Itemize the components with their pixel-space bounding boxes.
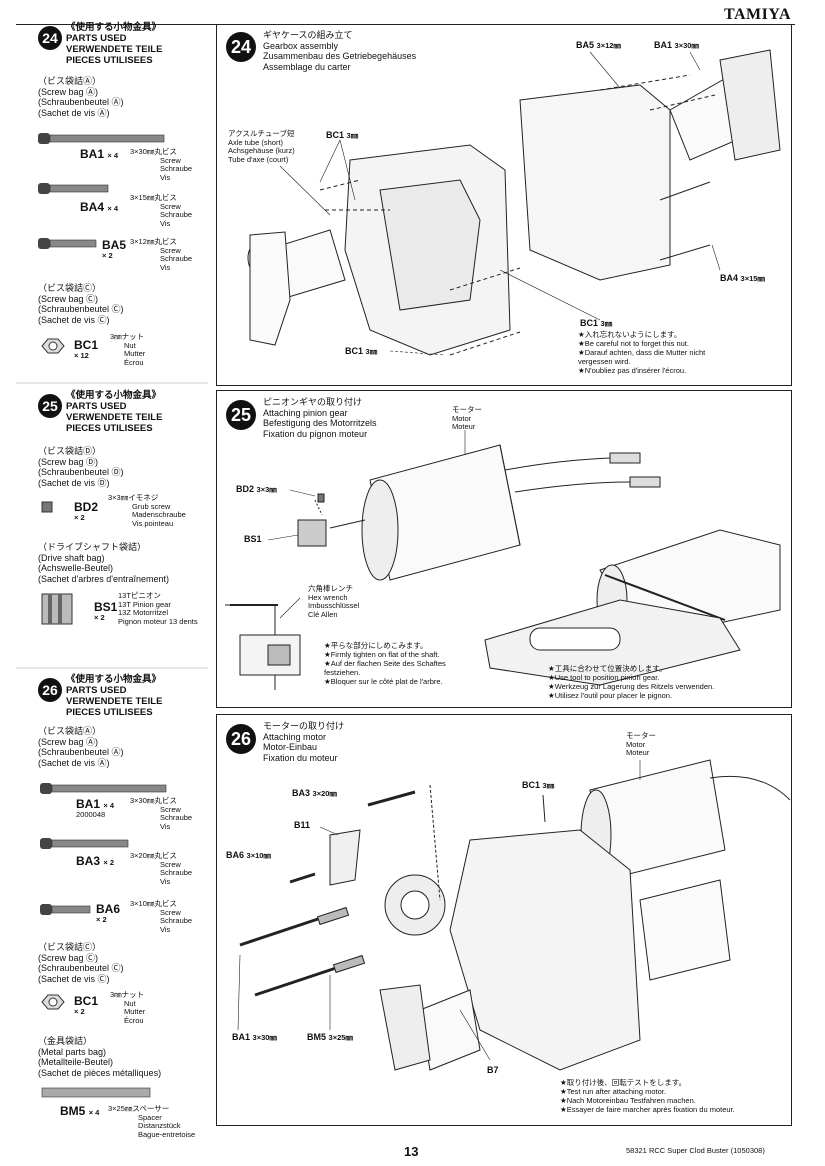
screw-ba3-icon — [40, 838, 129, 849]
bm5-code: BM5 × 4 — [60, 1104, 100, 1118]
bs1-desc: 13Tピニオン 13T Pinion gear 13Z Motorritzel … — [118, 591, 198, 626]
step-24-panel — [216, 24, 792, 386]
screw-ba1-icon — [38, 133, 165, 144]
step-26-badge: 26 — [38, 678, 62, 702]
label-ba1-26: BA1 3×30㎜ — [232, 1032, 277, 1042]
label-bs1: BS1 — [244, 534, 262, 544]
ba6-desc: 3×10㎜丸ビス Screw Schraube Vis — [130, 899, 193, 934]
ba1-code: BA1 × 4 — [80, 147, 118, 161]
label-bc1-26: BC1 3㎜ — [522, 780, 555, 790]
bd2-code: BD2× 2 — [74, 500, 99, 522]
step-26-notes: ★取り付け後、回転テストをします。★Test run after attachi… — [560, 1078, 735, 1114]
step-24-panel-badge: 24 — [226, 32, 256, 62]
screw-ba6-icon — [40, 904, 91, 915]
bc1-code: BC1× 12 — [74, 338, 99, 360]
label-ba1: BA1 3×30㎜ — [654, 40, 699, 50]
step-26-panel-badge: 26 — [226, 724, 256, 754]
step-24-bag-a: （ビス袋詰Ⓐ）(Screw bag Ⓐ)(Schraubenbeutel Ⓐ)(… — [38, 76, 124, 118]
ba5-desc: 3×12㎜丸ビス Screw Schraube Vis — [130, 237, 193, 272]
step-26-bag-c: （ビス袋詰Ⓒ）(Screw bag Ⓒ)(Schraubenbeutel Ⓒ)(… — [38, 942, 124, 984]
step-26-metal-bag: （金具袋詰）(Metal parts bag)(Metallteile-Beut… — [38, 1036, 162, 1078]
step-25-bag-d: （ビス袋詰Ⓓ）(Screw bag Ⓓ)(Schraubenbeutel Ⓓ)(… — [38, 446, 124, 488]
bm5-desc: 3×25㎜スペーサー Spacer Distanzstück Bague-ent… — [108, 1104, 196, 1139]
footer-reference: 58321 RCC Super Clod Buster (1050308) — [626, 1146, 765, 1155]
ba6-code: BA6× 2 — [96, 902, 121, 924]
pinion-gear-icon — [41, 593, 73, 625]
spacer-bm5-icon — [41, 1087, 151, 1098]
bc1-desc: 3㎜ナット Nut Mutter Écrou — [110, 332, 146, 367]
label-b7: B7 — [487, 1065, 499, 1075]
step-26-panel — [216, 714, 792, 1126]
step-25-notes-right: ★工具に合わせて位置決めします。★Use tool to position pi… — [548, 664, 715, 700]
label-bm5: BM5 3×25㎜ — [307, 1032, 353, 1042]
label-ba4: BA4 3×15㎜ — [720, 273, 765, 283]
bc1b-code: BC1× 2 — [74, 994, 99, 1016]
ba4-code: BA4 × 4 — [80, 200, 118, 214]
step-24-bag-c: （ビス袋詰Ⓒ）(Screw bag Ⓒ)(Schraubenbeutel Ⓒ)(… — [38, 283, 124, 325]
screw-ba1b-icon — [40, 783, 167, 794]
grub-screw-icon — [41, 501, 53, 513]
ba5-code: BA5× 2 — [102, 238, 127, 260]
label-ba3: BA3 3×20㎜ — [292, 788, 337, 798]
brand-logo: TAMIYA — [723, 6, 791, 23]
step-25-notes-left: ★平らな部分にしめこみます。★Firmly tighten on flat of… — [324, 641, 446, 686]
label-bd2: BD2 3×3㎜ — [236, 484, 277, 494]
nut-bc1b-icon — [41, 994, 65, 1010]
bd2-desc: 3×3㎜イモネジ Grub screw Madenschraube Vis po… — [108, 493, 186, 528]
label-bc1-bottom: BC1 3㎜ — [345, 346, 378, 356]
step-24-badge: 24 — [38, 26, 62, 50]
step-24-notes: ★入れ忘れないようにします。★Be careful not to forget … — [578, 330, 706, 375]
ba1-desc: 3×30㎜丸ビス Screw Schraube Vis — [130, 147, 193, 182]
bs1-code: BS1× 2 — [94, 600, 118, 622]
bc1b-desc: 3㎜ナット Nut Mutter Écrou — [110, 990, 146, 1025]
step-25-bag-drive: （ドライブシャフト袋詰）(Drive shaft bag)(Achswelle-… — [38, 542, 170, 584]
nut-bc1-icon — [41, 338, 65, 354]
label-bc1-top: BC1 3㎜ — [326, 130, 359, 140]
step-25-panel-badge: 25 — [226, 400, 256, 430]
label-bc1-mid: BC1 3㎜ — [580, 318, 613, 328]
step-26-bag-a: （ビス袋詰Ⓐ）(Screw bag Ⓐ)(Schraubenbeutel Ⓐ)(… — [38, 726, 124, 768]
page-number: 13 — [404, 1144, 419, 1159]
step-25-panel — [216, 390, 792, 708]
ba4-desc: 3×15㎜丸ビス Screw Schraube Vis — [130, 193, 193, 228]
label-ba6: BA6 3×10㎜ — [226, 850, 271, 860]
ba3-code: BA3 × 2 — [76, 854, 114, 868]
label-ba5: BA5 3×12㎜ — [576, 40, 621, 50]
label-b11: B11 — [294, 820, 311, 830]
ba1b-desc: 3×30㎜丸ビス Screw Schraube Vis — [130, 796, 193, 831]
step-25-badge: 25 — [38, 394, 62, 418]
screw-ba5-icon — [38, 238, 97, 249]
screw-ba4-icon — [38, 183, 109, 194]
ba3-desc: 3×20㎜丸ビス Screw Schraube Vis — [130, 851, 193, 886]
